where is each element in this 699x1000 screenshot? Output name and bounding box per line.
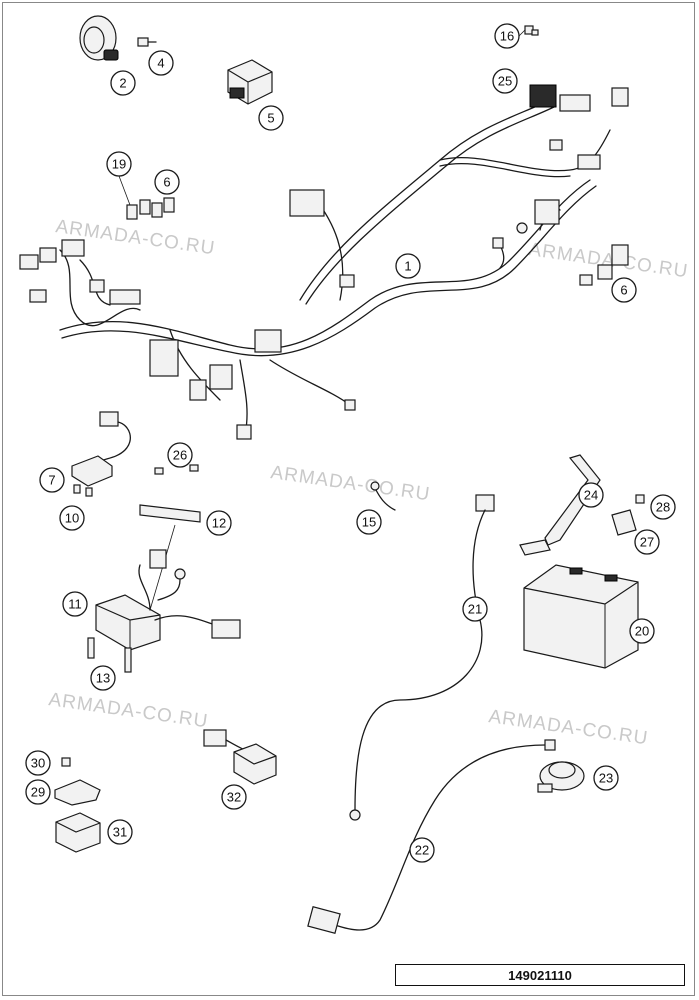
part-2-sensor	[79, 15, 119, 61]
callouts: 1 2 4 5 6 6 7 10 11 12 13 15 16 19 20 21…	[25, 23, 676, 863]
svg-text:7: 7	[48, 473, 55, 488]
part-12-bracket	[139, 504, 201, 611]
svg-text:1: 1	[404, 259, 411, 274]
callout-4: 4	[148, 50, 174, 76]
part-20-battery	[523, 564, 639, 669]
callout-11: 11	[62, 591, 88, 617]
callout-19: 19	[106, 151, 132, 177]
part-28-screw	[635, 494, 645, 504]
svg-text:11: 11	[68, 597, 82, 612]
watermark: ARMADA-CO.RU	[47, 689, 209, 732]
svg-text:16: 16	[500, 29, 514, 44]
svg-text:4: 4	[157, 56, 164, 71]
part-7-sensor	[71, 411, 131, 497]
svg-text:29: 29	[31, 785, 45, 800]
svg-text:32: 32	[227, 790, 241, 805]
callout-20: 20	[629, 618, 655, 644]
drawing-code: 149021110	[395, 964, 685, 986]
svg-text:2: 2	[119, 76, 126, 91]
part-19-fuses	[126, 197, 175, 220]
part-23-horn	[537, 761, 585, 793]
svg-text:27: 27	[640, 535, 654, 550]
svg-text:15: 15	[362, 515, 376, 530]
svg-text:30: 30	[31, 756, 45, 771]
callout-10: 10	[59, 505, 85, 531]
callout-6: 6	[611, 277, 637, 303]
svg-text:6: 6	[163, 175, 170, 190]
callout-29: 29	[25, 779, 51, 805]
svg-text:31: 31	[113, 825, 127, 840]
svg-text:23: 23	[599, 771, 613, 786]
part-29-bracket	[54, 779, 101, 806]
svg-text:5: 5	[267, 111, 274, 126]
callout-13: 13	[90, 665, 116, 691]
part-32-relay	[203, 729, 277, 785]
part-22-cable	[307, 739, 556, 935]
callout-25: 25	[492, 68, 518, 94]
callout-22: 22	[409, 837, 435, 863]
part-11-regulator	[87, 549, 241, 673]
callout-23: 23	[593, 765, 619, 791]
part-26-screws	[154, 464, 199, 475]
callout-5: 5	[258, 105, 284, 131]
part-6-connector	[579, 244, 629, 286]
part-4-bolt	[137, 37, 157, 47]
part-1-wiring-harness	[19, 84, 629, 440]
svg-text:26: 26	[173, 448, 187, 463]
svg-text:25: 25	[498, 74, 512, 89]
svg-text:13: 13	[96, 671, 110, 686]
svg-text:20: 20	[635, 624, 649, 639]
svg-text:19: 19	[112, 157, 126, 172]
svg-text:21: 21	[468, 602, 482, 617]
part-30-nut	[61, 757, 71, 767]
callout-2: 2	[110, 70, 136, 96]
callout-26: 26	[167, 442, 193, 468]
callout-12: 12	[206, 510, 232, 536]
callout-28: 28	[650, 494, 676, 520]
callout-1: 1	[395, 253, 421, 279]
callout-16: 16	[494, 23, 520, 49]
part-15-cable	[370, 481, 396, 511]
svg-text:12: 12	[212, 516, 226, 531]
leader-lines	[118, 29, 526, 206]
svg-text:22: 22	[415, 843, 429, 858]
part-27-clip	[611, 509, 637, 536]
watermark: ARMADA-CO.RU	[487, 706, 649, 749]
watermark: ARMADA-CO.RU	[269, 462, 431, 505]
callout-31: 31	[107, 819, 133, 845]
part-21-cable	[349, 494, 495, 821]
part-5-relay	[227, 59, 273, 105]
callout-30: 30	[25, 750, 51, 776]
svg-text:28: 28	[656, 500, 670, 515]
svg-text:24: 24	[584, 488, 598, 503]
callout-6: 6	[154, 169, 180, 195]
svg-text:6: 6	[620, 283, 627, 298]
callout-15: 15	[356, 509, 382, 535]
callout-24: 24	[578, 482, 604, 508]
callout-27: 27	[634, 529, 660, 555]
callout-7: 7	[39, 467, 65, 493]
part-16-clip	[524, 25, 539, 36]
callout-21: 21	[462, 596, 488, 622]
part-31-relay	[55, 812, 101, 853]
svg-text:10: 10	[65, 511, 79, 526]
callout-32: 32	[221, 784, 247, 810]
